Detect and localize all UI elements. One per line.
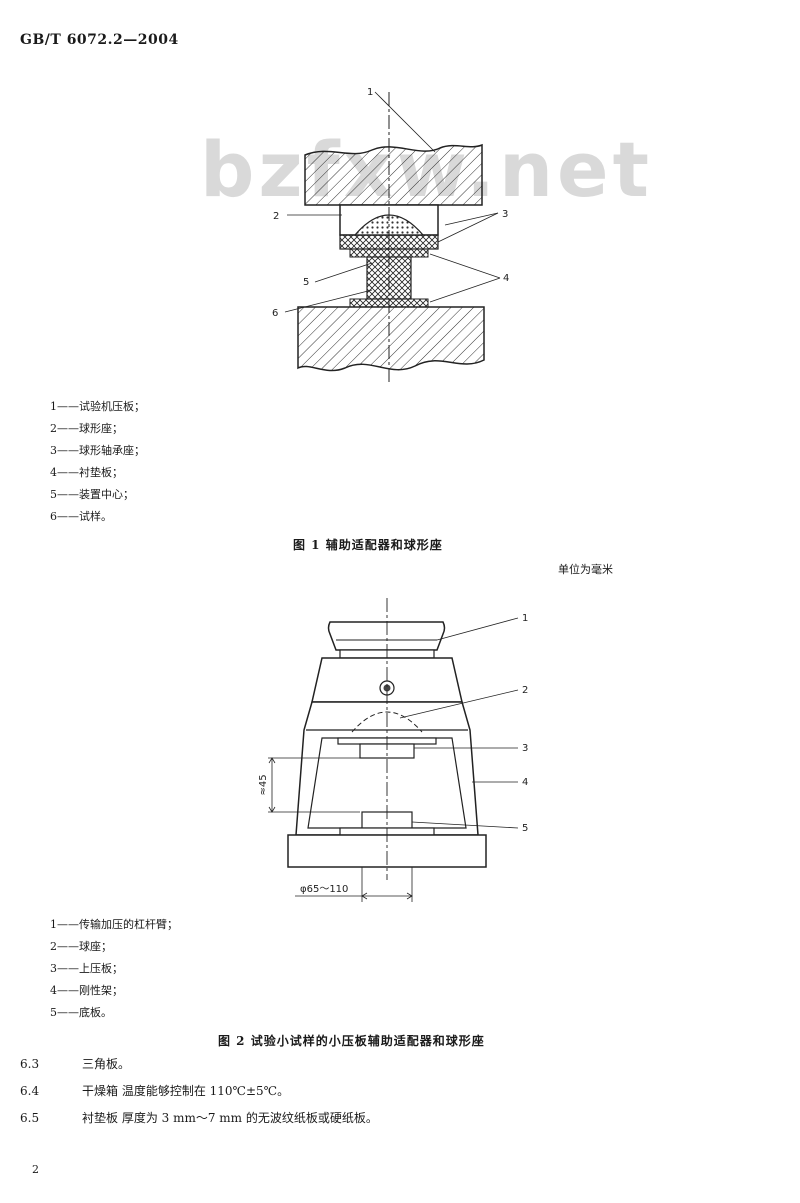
legend-item: 2——球形座； bbox=[50, 422, 123, 435]
figure1-caption: 图 1 辅助适配器和球形座 bbox=[293, 538, 443, 552]
legend-item: 3——球形轴承座； bbox=[50, 444, 145, 457]
paragraph-number: 6.3 bbox=[20, 1057, 40, 1071]
legend-item: 5——底板。 bbox=[50, 1006, 112, 1019]
dim-height-label: ≈45 bbox=[258, 774, 269, 795]
figure2-legend: 1——传输加压的杠杆臂； 2——球座； 3——上压板； 4——刚性架； 5——底… bbox=[50, 914, 178, 1024]
lower-platen bbox=[297, 306, 485, 372]
figure1-legend: 1——试验机压板； 2——球形座； 3——球形轴承座； 4——衬垫板； 5——装… bbox=[50, 396, 145, 528]
upper-platen bbox=[304, 143, 483, 206]
legend-item: 4——衬垫板； bbox=[50, 466, 123, 479]
legend-item: 1——试验机压板； bbox=[50, 400, 145, 413]
fig2-callout-1: 1 bbox=[522, 613, 528, 624]
unit-note: 单位为毫米 bbox=[558, 563, 613, 576]
fig1-callout-3: 3 bbox=[502, 209, 508, 220]
legend-item: 5——装置中心； bbox=[50, 488, 134, 501]
lever-cap bbox=[327, 621, 446, 651]
figure2-caption: 图 2 试验小试样的小压板辅助适配器和球形座 bbox=[218, 1034, 485, 1048]
paragraph-6-5: 6.5 衬垫板 厚度为 3 mm～7 mm 的无波纹纸板或硬纸板。 bbox=[20, 1109, 378, 1126]
fig1-callout-2: 2 bbox=[273, 211, 279, 222]
paragraph-text: 干燥箱 温度能够控制在 110℃±5℃。 bbox=[82, 1084, 290, 1098]
fig2-callout-4: 4 bbox=[522, 777, 528, 788]
fig1-callout-1: 1 bbox=[367, 87, 373, 98]
standard-code: GB/T 6072.2—2004 bbox=[20, 32, 179, 48]
legend-item: 4——刚性架； bbox=[50, 984, 123, 997]
fig2-callout-5: 5 bbox=[522, 823, 528, 834]
page-number: 2 bbox=[32, 1163, 39, 1176]
fig2-callout-2: 2 bbox=[522, 685, 528, 696]
figure1-drawing: 1 2 3 4 5 6 bbox=[272, 87, 509, 385]
fig1-callout-4: 4 bbox=[503, 273, 509, 284]
legend-item: 3——上压板； bbox=[50, 962, 123, 975]
fig2-callout-3: 3 bbox=[522, 743, 528, 754]
paragraph-number: 6.4 bbox=[20, 1084, 40, 1098]
dim-diameter-label: φ65～110 bbox=[300, 884, 348, 895]
paragraph-text: 衬垫板 厚度为 3 mm～7 mm 的无波纹纸板或硬纸板。 bbox=[82, 1111, 378, 1125]
legend-item: 1——传输加压的杠杆臂； bbox=[50, 918, 178, 931]
ball-seat bbox=[351, 711, 423, 733]
figure2-drawing: ≈45 φ65～110 1 2 3 4 5 bbox=[258, 598, 528, 902]
paragraph-number: 6.5 bbox=[20, 1111, 40, 1125]
legend-item: 2——球座； bbox=[50, 940, 112, 953]
paragraph-6-4: 6.4 干燥箱 温度能够控制在 110℃±5℃。 bbox=[20, 1082, 289, 1099]
fig1-callout-5: 5 bbox=[303, 277, 309, 288]
paragraph-text: 三角板。 bbox=[82, 1057, 131, 1071]
legend-item: 6——试样。 bbox=[50, 510, 112, 523]
paragraph-6-3: 6.3 三角板。 bbox=[20, 1055, 130, 1072]
fig1-callout-6: 6 bbox=[272, 308, 278, 319]
